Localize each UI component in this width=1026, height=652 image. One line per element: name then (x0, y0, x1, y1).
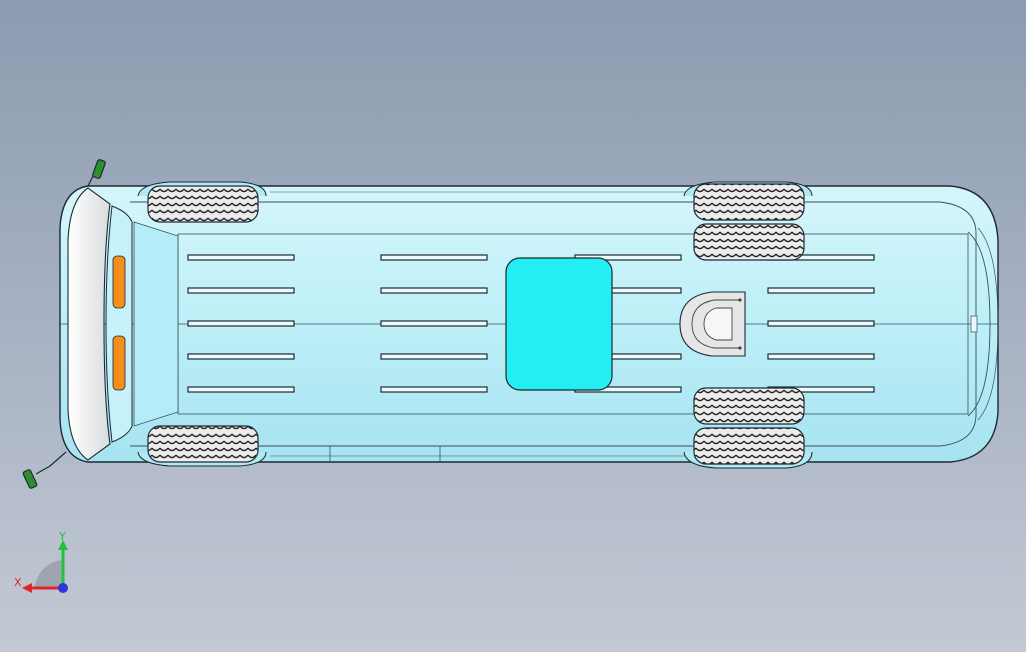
front-right-indicator (112, 335, 126, 391)
right-mirror (22, 451, 67, 489)
y-axis-label: Y (58, 530, 66, 543)
rear-right-outer-wheel[interactable] (683, 427, 813, 469)
roof-hatch[interactable] (505, 257, 613, 391)
rear-left-inner-wheel[interactable] (693, 223, 805, 261)
front-left-wheel[interactable] (137, 181, 267, 223)
rear-left-outer-wheel[interactable] (683, 181, 813, 221)
front-right-wheel[interactable] (137, 425, 267, 467)
rear-right-inner-wheel[interactable] (693, 387, 805, 425)
roof-ribs (187, 254, 875, 393)
coordinate-triad-icon[interactable]: Y X (10, 528, 80, 598)
roof-vent[interactable] (679, 291, 746, 357)
x-axis-label: X (14, 576, 22, 589)
front-hood (67, 187, 179, 461)
front-left-indicator (112, 255, 126, 309)
